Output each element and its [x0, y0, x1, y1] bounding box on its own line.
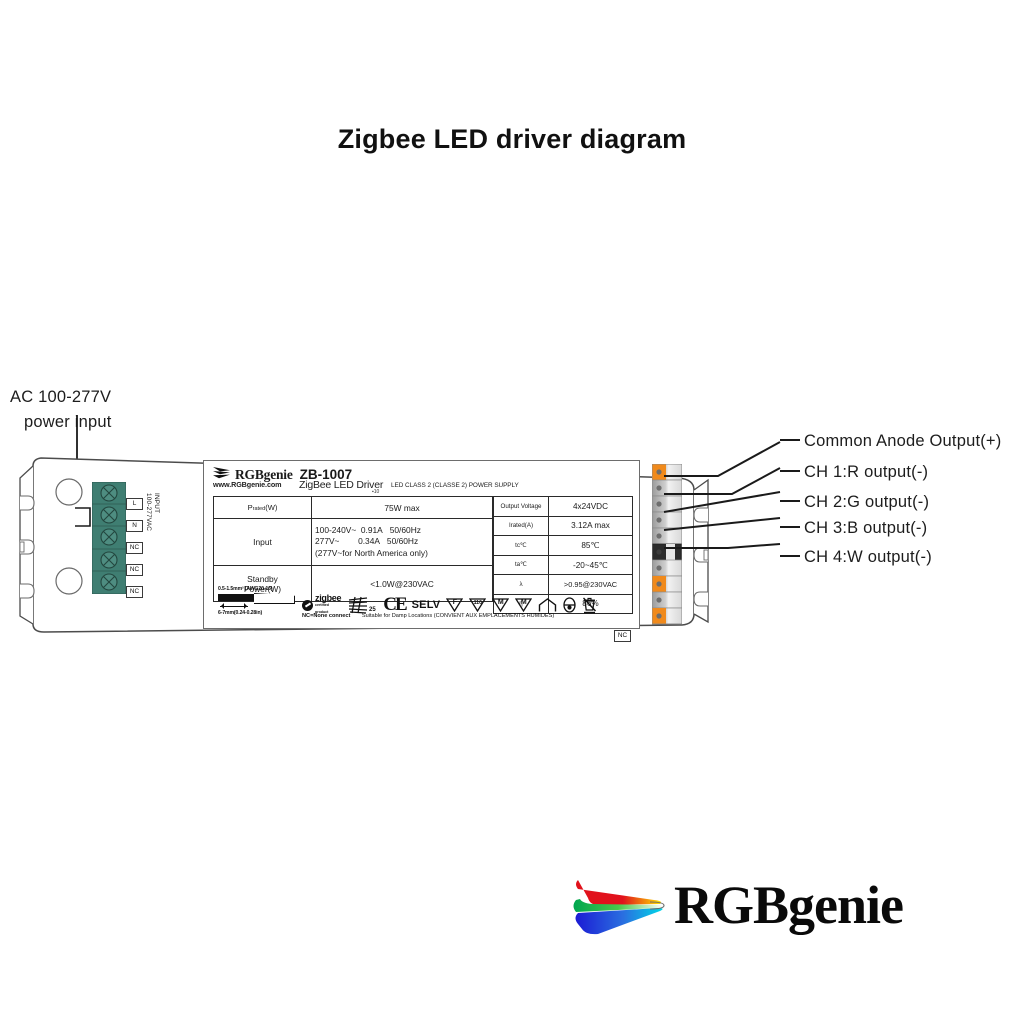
zigbee-label: zigbee [315, 592, 342, 603]
annotation-common-anode: Common Anode Output(+) [780, 432, 1001, 451]
label-brand-text: RGBgenie [235, 467, 293, 482]
input-pin-L: L [126, 498, 143, 510]
table-row: Prated(W) 75W max [213, 496, 493, 519]
spec-key: Input [213, 518, 312, 566]
ce-mark-icon: CE [383, 594, 407, 615]
selv-label: SELV [411, 599, 441, 611]
output-terminal-block[interactable] [652, 464, 682, 627]
leader-lines-outputs [663, 441, 781, 549]
rgbgenie-mark-icon [213, 467, 230, 479]
enec-icon: 25 [349, 596, 377, 614]
rgbgenie-logo-icon [573, 880, 665, 935]
page-title: Zigbee LED driver diagram [337, 124, 687, 154]
spec-value: 3.12A max [548, 515, 633, 536]
input-pin-NC2: NC [126, 564, 143, 576]
annotation-power-input-line1: AC 100-277V [10, 388, 112, 406]
spec-table-left: Prated(W) 75W max Input 100-240V~ 0.91A … [213, 496, 493, 602]
table-row: ta℃ -20~45℃ [493, 554, 633, 575]
spec-value: 100-240V~ 0.91A 50/60Hz 277V~ 0.34A 50/6… [311, 518, 493, 566]
annotation-power-input: AC 100-277V power input [10, 385, 112, 435]
footer-logo: RGBgenie [572, 872, 904, 950]
triangle-f-icon: F [446, 598, 464, 612]
table-row: Output Voltage 4x24VDC [493, 496, 633, 517]
certification-row: zigbee certified product 25 CE SELV F [302, 591, 637, 619]
table-row: tc℃ 85℃ [493, 535, 633, 556]
weee-crossed-bin-icon [583, 597, 597, 613]
label-model: ZB-1007 [299, 467, 353, 482]
input-terminal-label-line2: 100-277VAC [145, 493, 152, 532]
label-tick-mark: ▪10 [372, 489, 380, 495]
product-label: RGBgenie ZB-1007 www.RGBgenie.com ZigBee… [203, 460, 640, 629]
independent-lamp-icon [563, 597, 576, 613]
footnote-nc: NC=None connect [302, 613, 351, 619]
spec-value: 75W max [311, 496, 493, 519]
wire-gauge-bar-icon [218, 593, 296, 604]
table-row: Irated(A) 3.12A max [493, 515, 633, 536]
spec-value: -20~45℃ [548, 554, 633, 575]
zigbee-mark-icon [302, 599, 313, 611]
annotation-ch3-b: CH 3:B output(-) [780, 519, 927, 538]
input-pin-NC3: NC [126, 586, 143, 598]
spec-value: 85℃ [548, 535, 633, 556]
annotation-ch4-w: CH 4:W output(-) [780, 548, 932, 567]
annotation-power-input-line2: power input [24, 413, 112, 431]
spec-key: ta℃ [493, 554, 549, 575]
input-pin-NC1: NC [126, 542, 143, 554]
annotation-ch2-g: CH 2:G output(-) [780, 493, 929, 512]
table-row: Input 100-240V~ 0.91A 50/60Hz 277V~ 0.34… [213, 518, 493, 566]
footer-logo-text: RGBgenie [674, 875, 904, 935]
spec-key: Output Voltage [493, 496, 549, 517]
input-terminal-block[interactable] [92, 482, 126, 594]
output-pin-nc5: NC [614, 630, 631, 642]
wire-gauge-top-text: 0.5-1.5mm² (AWG20-16) [218, 586, 273, 592]
zigbee-sub2: product [315, 609, 329, 614]
footnote-damp: Suitable for Damp Locations (CONVIENT AU… [361, 613, 555, 619]
input-pin-N: N [126, 520, 143, 532]
label-header: RGBgenie ZB-1007 www.RGBgenie.com ZigBee… [213, 466, 638, 498]
wire-gauge-diagram: 0.5-1.5mm² (AWG20-16) 6-7mm(0.24-0.28in) [218, 586, 306, 616]
spec-value: 4x24VDC [548, 496, 633, 517]
house-icon [539, 597, 557, 611]
triangle-m1-icon: M [492, 598, 510, 612]
svg-text:25: 25 [369, 607, 376, 613]
label-website: www.RGBgenie.com [213, 480, 282, 489]
label-footnotes: NC=None connect Suitable for Damp Locati… [302, 613, 554, 619]
input-terminal-label-line1: INPUT [153, 493, 160, 514]
triangle-m2-icon: M [515, 598, 533, 612]
triangle-110-icon: 110 [469, 598, 487, 612]
spec-key: Prated(W) [213, 496, 312, 519]
zigbee-certified-icon: zigbee certified product [302, 592, 342, 616]
label-class-text: LED CLASS 2 (CLASSE 2) POWER SUPPLY [391, 482, 519, 489]
label-device-name: ZigBee LED Driver [299, 479, 384, 491]
spec-value: <1.0W@230VAC [311, 565, 493, 602]
spec-key: Irated(A) [493, 515, 549, 536]
zigbee-sub1: certified [315, 602, 329, 607]
annotation-ch1-r: CH 1:R output(-) [780, 463, 928, 482]
label-brand-row: RGBgenie ZB-1007 [213, 466, 352, 481]
spec-key: tc℃ [493, 535, 549, 556]
wire-gauge-bottom-text: 6-7mm(0.24-0.28in) [218, 610, 263, 616]
wire-gauge-dimension-icon [218, 603, 296, 610]
